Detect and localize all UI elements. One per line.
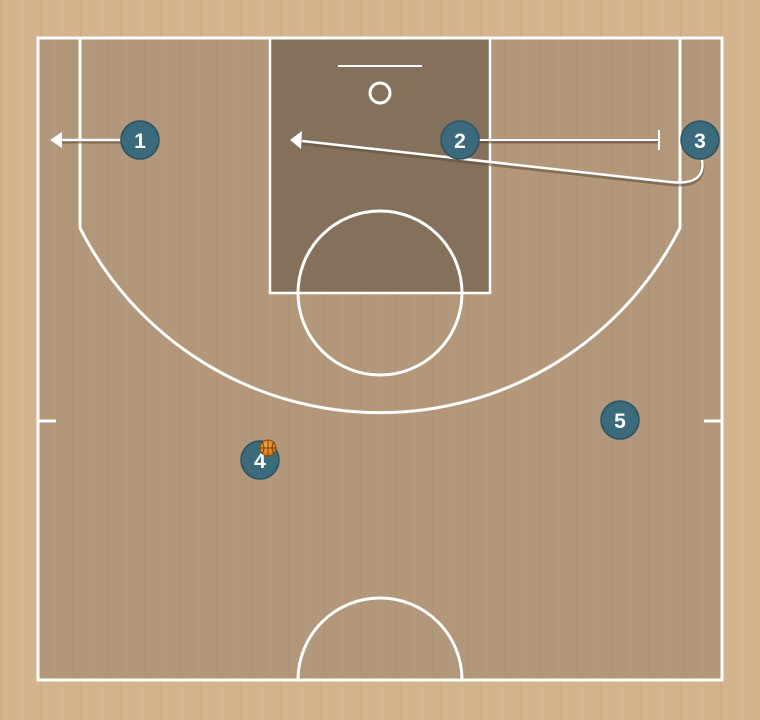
cut-path-player-3 <box>290 131 705 187</box>
three-point-line <box>78 38 682 415</box>
screen-line-player-2 <box>478 130 660 150</box>
player-5-label: 5 <box>614 410 626 433</box>
player-5[interactable]: 5 <box>600 400 640 440</box>
player-2[interactable]: 2 <box>440 120 480 160</box>
basketball-icon <box>259 439 277 457</box>
center-circle <box>296 596 464 681</box>
player-4-label: 4 <box>254 450 266 473</box>
hoop <box>368 81 392 105</box>
player-2-label: 2 <box>454 130 466 153</box>
player-3-label: 3 <box>694 130 706 153</box>
paint-area <box>270 38 490 293</box>
free-throw-circle <box>296 209 464 377</box>
player-3[interactable]: 3 <box>680 120 720 160</box>
move-arrow-player-1 <box>50 132 124 148</box>
player-1-label: 1 <box>134 130 146 153</box>
player-1[interactable]: 1 <box>120 120 160 160</box>
